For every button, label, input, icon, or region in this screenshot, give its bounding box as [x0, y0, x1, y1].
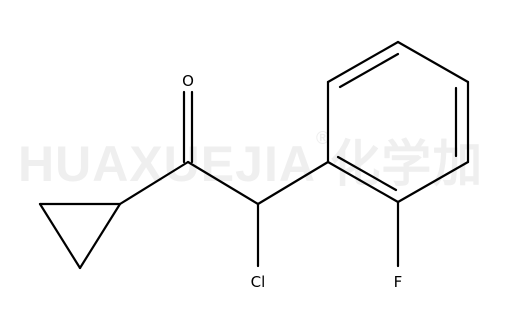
- bond-carbonyl-chcl: [186, 160, 260, 206]
- watermark: HUAXUEJIA®化学加: [18, 124, 483, 196]
- bond-ring-6: [326, 160, 400, 204]
- bond-ring-inner-3: [336, 155, 398, 192]
- oxygen-label: O: [182, 72, 194, 90]
- bond-cp-carbonyl: [118, 160, 190, 206]
- bond-c-ring: [256, 160, 330, 206]
- chlorine-label: Cl: [251, 273, 266, 291]
- bond-cp-left: [38, 202, 82, 270]
- fluorine-label: F: [394, 273, 403, 291]
- watermark-registered: ®: [315, 128, 331, 148]
- bond-ring-inner-1: [338, 52, 400, 89]
- watermark-latin: HUAXUEJIA: [18, 136, 316, 192]
- bond-ring-5: [396, 160, 470, 204]
- bond-ring-2: [326, 40, 400, 84]
- bond-ring-3: [396, 40, 470, 84]
- bond-cp-right: [78, 202, 122, 270]
